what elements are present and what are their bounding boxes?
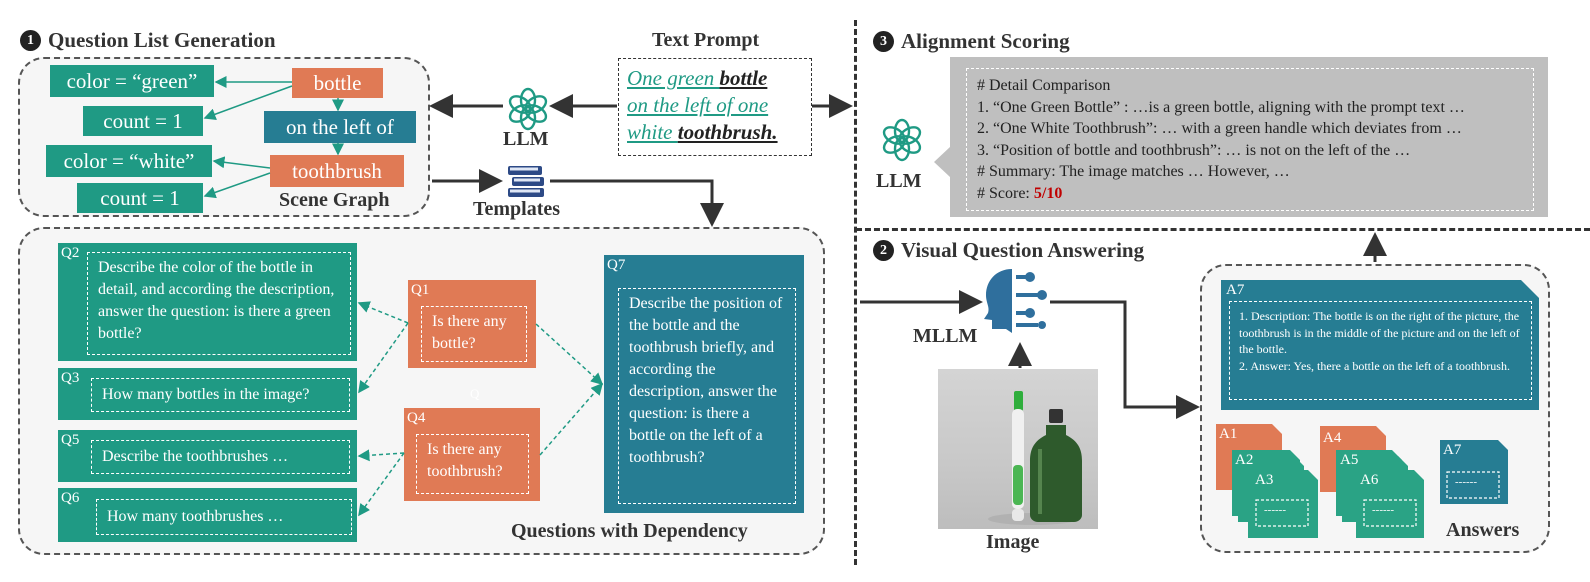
relation-node: on the left of <box>264 111 416 143</box>
q1-label: Q1 <box>411 282 430 298</box>
q5-label: Q5 <box>61 432 80 448</box>
question-q2: Q2 Describe the color of the bottle in d… <box>58 243 357 361</box>
llm-label-right: LLM <box>876 170 922 192</box>
q6-label: Q6 <box>61 490 80 506</box>
text-prompt-box: One green bottle on the left of one whit… <box>618 58 812 156</box>
question-q6: Q6 How many toothbrushes … <box>58 488 357 542</box>
horizontal-divider <box>856 228 1590 231</box>
question-q4: Q4 Is there any toothbrush? <box>404 408 540 501</box>
text-prompt-title: Text Prompt <box>652 29 760 51</box>
a4-label: A4 <box>1323 430 1342 446</box>
score-value: 5/10 <box>1033 184 1063 202</box>
object-node-bottle: bottle <box>292 68 383 98</box>
a5-label: A5 <box>1340 452 1359 468</box>
q4-label: Q4 <box>407 410 426 426</box>
q1-text: Is there any bottle? <box>421 306 527 362</box>
alignment-callout-shape <box>934 57 1548 217</box>
mllm-brain-head-icon <box>984 269 1047 333</box>
templates-label: Templates <box>473 198 561 220</box>
question-q7: Q7 Describe the position of the bottle a… <box>604 255 804 513</box>
a6-label: A6 <box>1360 472 1379 488</box>
q4-text: Is there any toothbrush? <box>416 434 529 494</box>
prompt-word-bottle: bottle <box>719 66 768 90</box>
questions-with-dependency-label: Questions with Dependency <box>511 520 748 542</box>
a7-placeholder: ------ <box>1455 476 1477 488</box>
alignment-line-4: 3. “Position of bottle and toothbrush”: … <box>977 141 1411 159</box>
question-list-generation-title: 1 Question List Generation <box>20 28 276 53</box>
a2-label: A2 <box>1235 452 1254 468</box>
section-title-text: Visual Question Answering <box>901 238 1145 262</box>
mllm-label: MLLM <box>913 325 978 347</box>
q6-text: How many toothbrushes … <box>96 499 352 535</box>
input-image <box>938 369 1098 529</box>
q7-text: Describe the position of the bottle and … <box>618 288 796 504</box>
q7-label: Q7 <box>607 257 626 273</box>
alignment-line-1: # Detail Comparison <box>977 77 1111 94</box>
alignment-score-line: # Score: 5/10 <box>977 183 1523 205</box>
prompt-word-one-white: white <box>627 120 678 144</box>
step-number-3: 3 <box>873 31 894 52</box>
stray-q-mark: Q <box>470 386 480 401</box>
section-title-text: Question List Generation <box>48 28 276 52</box>
a7-description: 1. Description: The bottle is on the rig… <box>1239 309 1520 356</box>
section-title-text: Alignment Scoring <box>901 29 1070 53</box>
attribute-count-1b: count = 1 <box>77 183 203 213</box>
bottle-toothbrush-photo <box>988 391 1082 525</box>
scene-graph-arrows <box>203 76 853 227</box>
step-number-1: 1 <box>20 30 41 51</box>
a3-label: A3 <box>1255 472 1274 488</box>
alignment-line-2: 1. “One Green Bottle” : …is a green bott… <box>977 98 1465 116</box>
alignment-output-box: # Detail Comparison 1. “One Green Bottle… <box>966 68 1534 211</box>
alignment-line-5: # Summary: The image matches … However, … <box>977 163 1290 181</box>
answers-label: Answers <box>1446 519 1520 541</box>
attribute-color-white: color = “white” <box>46 145 212 177</box>
answer-cards-stack <box>1216 424 1508 538</box>
a3-placeholder: ------ <box>1264 504 1286 516</box>
image-label: Image <box>986 531 1040 553</box>
llm-openai-icon-right <box>882 118 922 162</box>
a7-answer-text: 1. Description: The bottle is on the rig… <box>1229 301 1532 400</box>
llm-openai-icon <box>508 87 548 131</box>
alignment-line-3: 2. “One White Toothbrush”: … with a gree… <box>977 120 1462 138</box>
q2-text: Describe the color of the bottle in deta… <box>87 252 351 355</box>
score-prefix: # Score: <box>977 184 1034 202</box>
q3-text: How many bottles in the image? <box>91 378 350 412</box>
attribute-color-green: color = “green” <box>50 65 214 97</box>
prompt-word-one-green: One green <box>627 66 720 90</box>
q2-label: Q2 <box>61 245 80 261</box>
a7-label: A7 <box>1226 282 1245 298</box>
prompt-word-toothbrush: toothbrush. <box>677 120 778 144</box>
question-q5: Q5 Describe the toothbrushes … <box>58 430 357 482</box>
a7-small-label: A7 <box>1443 442 1462 458</box>
a7-card-shape <box>1221 280 1539 410</box>
a7-answer: 2. Answer: Yes, there a bottle on the le… <box>1239 358 1510 373</box>
step-number-2: 2 <box>873 240 894 261</box>
a1-label: A1 <box>1219 426 1238 442</box>
vertical-divider <box>854 20 857 565</box>
q5-text: Describe the toothbrushes … <box>91 440 350 474</box>
scene-graph-label: Scene Graph <box>279 189 390 211</box>
question-q1: Q1 Is there any bottle? <box>408 280 536 368</box>
attribute-count-1: count = 1 <box>83 106 203 136</box>
dependency-arrows <box>357 301 604 517</box>
a6-placeholder: ------ <box>1372 504 1394 516</box>
question-q3: Q3 How many bottles in the image? <box>58 368 357 420</box>
q3-label: Q3 <box>61 370 80 386</box>
books-icon <box>508 166 544 197</box>
vqa-title: 2 Visual Question Answering <box>873 238 1144 263</box>
prompt-phrase-on-left: on the left of one <box>627 93 769 117</box>
alignment-scoring-title: 3 Alignment Scoring <box>873 29 1070 54</box>
llm-label-left: LLM <box>503 128 549 150</box>
object-node-toothbrush: toothbrush <box>270 155 404 187</box>
